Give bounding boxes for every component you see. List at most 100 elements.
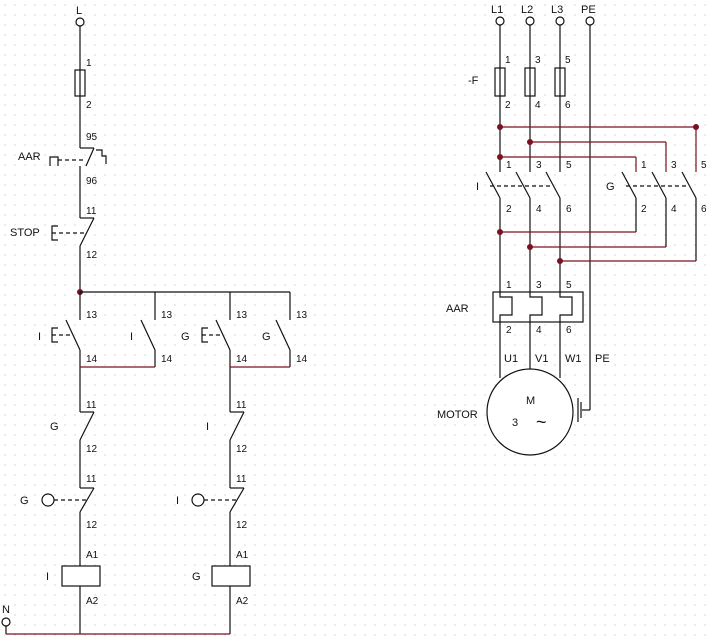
branch-i-int-pin-11: 11 [86,400,97,411]
contactor-g-label: G [606,181,615,193]
branch-g-pb-label: G [181,331,190,343]
branch-i-int-label: G [50,421,59,433]
fuse-pin-1: 1 [505,55,511,66]
motor-m: M [526,395,535,407]
stop-label: STOP [10,227,40,239]
motor-v1: V1 [535,353,548,365]
motor-u1: U1 [504,353,518,365]
fuse-pin-4: 4 [535,100,541,111]
control-circuit: L 1 2 95 AAR 96 11 STOP 12 13 [1,5,308,635]
contactor-g-pin-2: 2 [641,204,647,215]
contactor-i-pin-4: 4 [536,204,542,215]
pw-junction-1 [497,124,503,130]
phase-l2-label: L2 [521,4,533,16]
branch-g-hold-pin-13: 13 [296,310,308,321]
branch-i-pb-label: I [38,331,41,343]
stop-pin-11: 11 [86,206,97,217]
branch-g-pb-pin-13: 13 [236,310,248,321]
branch-i-hold-pin-14: 14 [161,354,173,365]
branch-g-lim-pin-12: 12 [236,520,248,531]
ovl-pin-2: 2 [506,325,512,336]
motor-w1: W1 [565,353,582,365]
motor-pe: PE [595,353,610,365]
branch-g-int-pin-12: 12 [236,444,248,455]
supply-l-label: L [76,5,82,17]
ovl-pin-1: 1 [506,280,512,291]
stop-pin-12: 12 [86,250,98,261]
branch-g-int-label: I [206,421,209,433]
fuse-pin-top: 1 [86,58,92,69]
branch-i-coil-a1: A1 [86,550,99,561]
contactor-g-pin-6: 6 [701,204,707,215]
pw-junction-5 [497,229,503,235]
pw-junction-4 [497,154,503,160]
ovl-pin-4: 4 [536,325,542,336]
pw-junction-6 [527,244,533,250]
phase-l3-terminal [555,16,565,26]
ovl-pin-3: 3 [536,280,542,291]
branch-g-pb-pin-14: 14 [236,354,248,365]
contactor-i-pin-3: 3 [536,160,542,171]
fuse-pin-5: 5 [565,55,571,66]
overload-label: AAR [18,151,41,163]
branch-g-lim-label: I [176,495,179,507]
branch-i-coil-label: I [46,571,49,583]
branch-i-pb-pin-13: 13 [86,310,98,321]
fuse-pin-3: 3 [535,55,541,66]
branch-i-pb-pin-14: 14 [86,354,98,365]
fuse-pin-bottom: 2 [86,100,92,111]
contactor-i-pin-1: 1 [506,160,512,171]
branch-i-lim-pin-12: 12 [86,520,98,531]
branch-i-hold-label: I [130,331,133,343]
branch-g-coil-a2: A2 [236,596,249,607]
branch-i-lim-pin-11: 11 [86,474,97,485]
power-circuit: L1 L2 L3 PE -F 1 3 5 2 4 6 [437,4,707,456]
contactor-g-pin-1: 1 [641,160,647,171]
supply-n-terminal [1,617,11,627]
contactor-i-label: I [476,181,479,193]
phase-l2-terminal [525,16,535,26]
branch-i-hold-pin-13: 13 [161,310,173,321]
branch-g-hold-label: G [262,331,271,343]
contactor-i-pin-5: 5 [566,160,572,171]
phase-l1-terminal [495,16,505,26]
contactor-g-pin-4: 4 [671,204,677,215]
branch-g-coil [211,565,251,587]
branch-g-lim-pin-11: 11 [236,474,247,485]
phase-pe-terminal [585,16,595,26]
motor-ac-symbol: ~ [536,412,547,432]
power-overload-label: AAR [446,303,469,315]
branch-g-int-pin-11: 11 [236,400,247,411]
phase-pe-label: PE [581,4,596,16]
pw-junction-3 [527,139,533,145]
pw-junction-7 [557,258,563,264]
branch-i-coil [61,565,101,587]
supply-l-terminal [75,17,85,27]
motor-phase-count: 3 [512,417,518,429]
motor-symbol [486,368,574,456]
ovl-pin-6: 6 [566,325,572,336]
pw-junction-2 [693,124,699,130]
fuse-pin-6: 6 [565,100,571,111]
branch-g-coil-label: G [192,571,201,583]
phase-l3-label: L3 [551,4,563,16]
power-fuse-label: -F [468,75,479,87]
supply-n-label: N [2,604,10,616]
phase-l1-label: L1 [491,4,503,16]
overload-pin-96: 96 [86,176,98,187]
contactor-i-pin-2: 2 [506,204,512,215]
branch-i-lim-roller [41,493,55,507]
branch-g-coil-a1: A1 [236,550,249,561]
branch-i-lim-label: G [20,495,29,507]
motor-label: MOTOR [437,409,478,421]
contactor-i-pin-6: 6 [566,204,572,215]
branch-g-lim-roller [191,493,205,507]
contactor-g-pin-5: 5 [701,160,707,171]
branch-i-coil-a2: A2 [86,596,99,607]
branch-i-int-pin-12: 12 [86,444,98,455]
contactor-g-pin-3: 3 [671,160,677,171]
fuse-pin-2: 2 [505,100,511,111]
overload-pin-95: 95 [86,132,98,143]
branch-g-hold-pin-14: 14 [296,354,308,365]
